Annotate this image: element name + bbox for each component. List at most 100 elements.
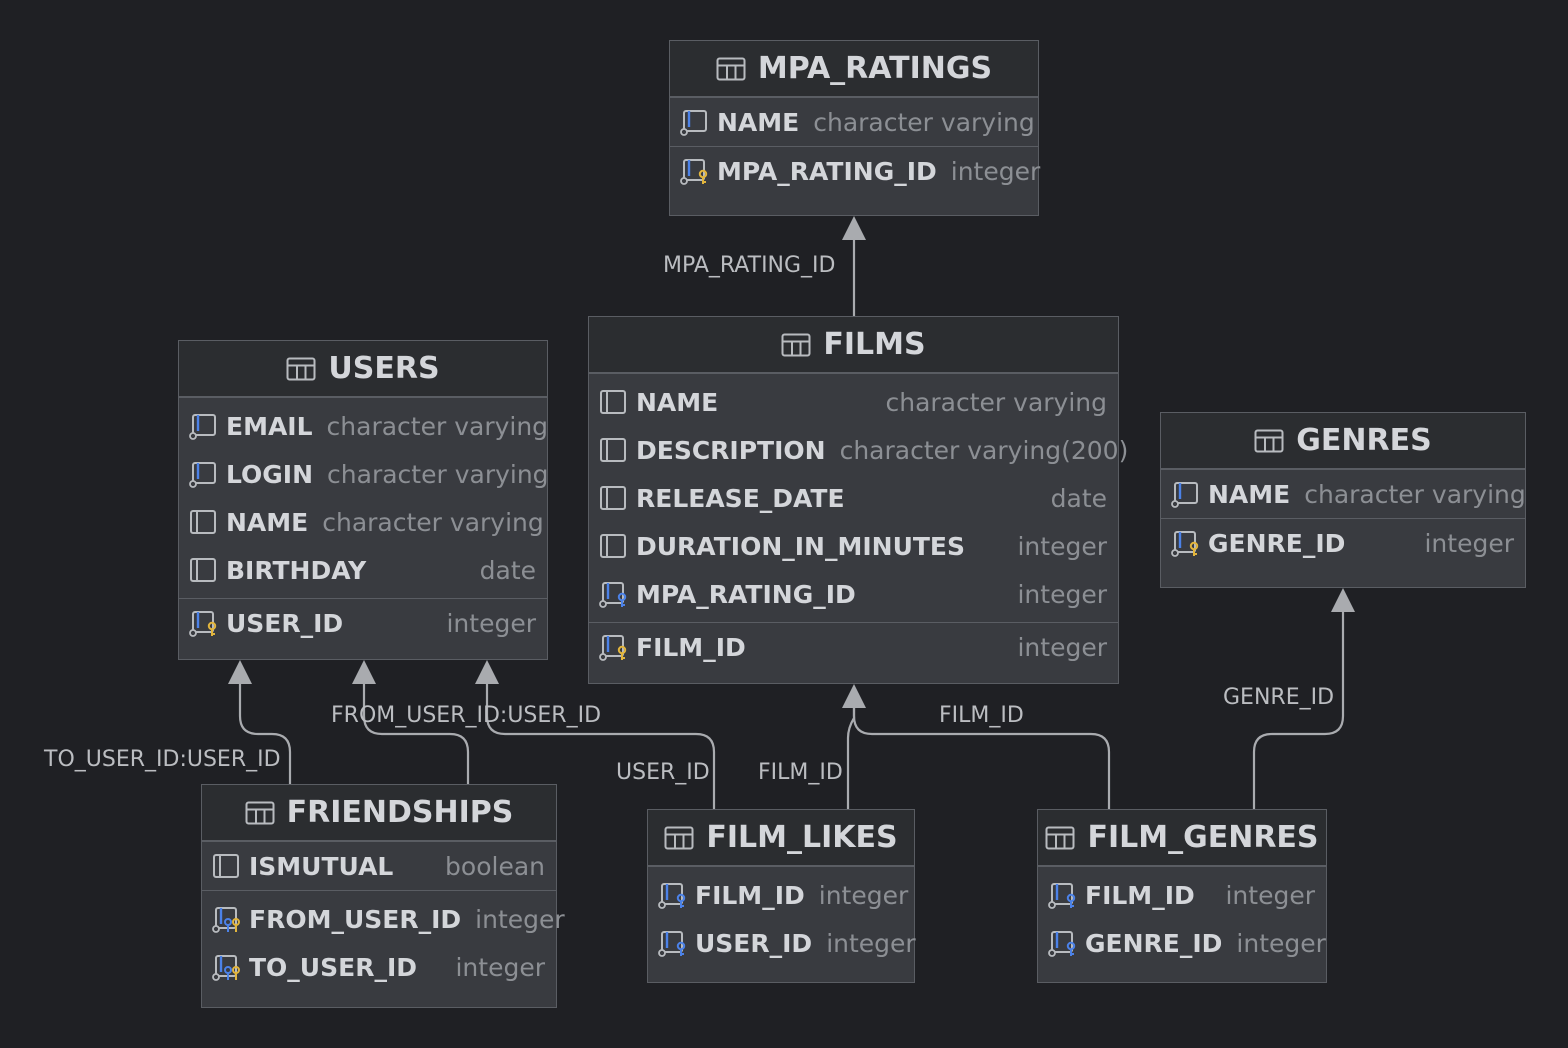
column-row-name[interactable]: NAME character varying	[1161, 474, 1526, 514]
table-title: MPA_RATINGS	[757, 51, 993, 86]
column-type: integer	[446, 608, 536, 638]
column-name: NAME	[717, 107, 800, 137]
table-icon	[1254, 429, 1296, 453]
table-header[interactable]: USERS	[179, 341, 547, 397]
column-type: character varying	[1304, 479, 1526, 509]
column-row-mpa-rating-id[interactable]: MPA_RATING_ID integer	[670, 151, 1041, 191]
column-name: MPA_RATING_ID	[717, 156, 937, 186]
column-row-name[interactable]: NAME character varying	[670, 102, 1038, 142]
column-icon	[598, 435, 636, 465]
arrow-users-from	[352, 660, 376, 684]
link-friendships-to-user	[238, 682, 292, 786]
arrow-films	[842, 684, 866, 708]
table-icon	[1045, 826, 1087, 850]
column-type: integer	[475, 904, 565, 934]
column-notnull-icon	[188, 411, 226, 441]
link-label-friend-to: TO_USER_ID:USER_ID	[44, 747, 281, 772]
primary-foreign-key-icon	[211, 952, 249, 982]
column-type: character varying	[327, 459, 549, 489]
column-icon	[598, 531, 636, 561]
column-type: date	[1050, 483, 1107, 513]
link-genres-film	[852, 706, 1111, 810]
column-row-film-id[interactable]: FILM_ID integer	[589, 627, 1118, 667]
column-name: NAME	[226, 507, 309, 537]
column-name: FILM_ID	[1085, 880, 1195, 910]
column-name: DESCRIPTION	[636, 435, 826, 465]
primary-key-icon	[1170, 528, 1208, 558]
column-name: FILM_ID	[636, 632, 746, 662]
table-title: FILM_LIKES	[706, 820, 898, 855]
table-icon	[716, 57, 758, 81]
column-type: character varying	[813, 107, 1035, 137]
arrow-users-likes	[475, 660, 499, 684]
column-type: integer	[1424, 528, 1514, 558]
column-icon	[188, 507, 226, 537]
column-section: NAME character varying	[670, 97, 1038, 146]
column-name: GENRE_ID	[1085, 928, 1223, 958]
column-icon	[211, 851, 249, 881]
column-name: NAME	[1208, 479, 1291, 509]
arrow-mpa-ratings	[842, 216, 866, 240]
table-title: FILMS	[823, 327, 926, 362]
column-type: integer	[1017, 632, 1107, 662]
table-header[interactable]: FRIENDSHIPS	[202, 785, 556, 841]
column-name: USER_ID	[226, 608, 344, 638]
table-header[interactable]: FILM_LIKES	[648, 810, 914, 866]
foreign-key-icon	[1047, 880, 1085, 910]
primary-foreign-key-icon	[211, 904, 249, 934]
table-title: GENRES	[1296, 423, 1432, 458]
table-header[interactable]: GENRES	[1161, 413, 1525, 469]
foreign-key-icon	[657, 880, 695, 910]
column-type: boolean	[445, 851, 545, 881]
column-type: integer	[818, 880, 909, 910]
primary-key-icon	[679, 156, 717, 186]
link-label-genres-film: FILM_ID	[939, 703, 1024, 728]
link-likes-user	[485, 682, 716, 810]
column-row-user-id[interactable]: USER_ID integer	[179, 603, 547, 643]
column-row-login[interactable]: LOGIN character varying	[179, 450, 549, 498]
primary-key-icon	[598, 632, 636, 662]
arrow-users-to	[228, 660, 252, 684]
link-friendships-from-user	[362, 682, 470, 786]
column-section: FILM_ID integer	[589, 622, 1118, 671]
column-name: LOGIN	[226, 459, 314, 489]
column-icon	[598, 387, 636, 417]
table-header[interactable]: FILM_GENRES	[1038, 810, 1326, 866]
column-type: character varying	[322, 507, 544, 537]
table-header[interactable]: FILMS	[589, 317, 1118, 373]
column-type: integer	[950, 156, 1041, 186]
table-header[interactable]: MPA_RATINGS	[670, 41, 1038, 97]
column-row-name[interactable]: NAME character varying	[179, 498, 547, 546]
foreign-key-icon	[1047, 928, 1085, 958]
column-name: TO_USER_ID	[249, 952, 417, 982]
column-notnull-icon	[188, 459, 226, 489]
table-icon	[286, 357, 328, 381]
